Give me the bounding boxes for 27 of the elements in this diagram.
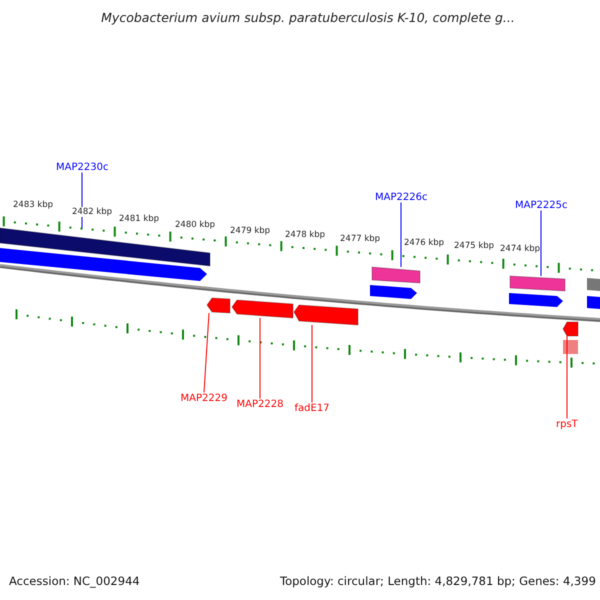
gene-label: MAP2229 — [180, 392, 228, 404]
scale-label: 2479 kbp — [230, 226, 270, 236]
leader-line — [566, 336, 568, 419]
leader-line — [400, 202, 402, 268]
gene-label: MAP2230c — [56, 162, 108, 172]
footer-text: Accession: NC_002944 — [9, 574, 140, 588]
scale-label: 2475 kbp — [454, 241, 494, 251]
gene-feature — [563, 322, 578, 336]
scale-label: 2480 kbp — [175, 220, 216, 230]
leader-line — [540, 210, 542, 276]
gene-label: MAP2228 — [236, 398, 284, 410]
gene-label: MAP2225c — [515, 200, 568, 210]
gene-feature — [0, 228, 210, 266]
scale-label: 2478 kbp — [285, 230, 326, 240]
gene-feature — [510, 276, 565, 291]
gene-label: fadE17 — [294, 402, 330, 414]
gene-label: MAP2226c — [375, 192, 428, 202]
scale-label: 2476 kbp — [404, 238, 444, 248]
scale-label: 2482 kbp — [72, 207, 112, 217]
gene-feature — [294, 305, 358, 325]
gene-feature — [372, 267, 420, 283]
footer-text: Topology: circular; Length: 4,829,781 bp; Genes: 4,399 — [280, 574, 596, 588]
gene-label: rpsT — [556, 418, 578, 430]
leader-line — [204, 312, 210, 393]
title: Mycobacterium avium subsp. paratuberculosis K-10, complete g... — [100, 10, 516, 25]
gene-feature — [232, 300, 293, 318]
gene-feature — [207, 298, 230, 313]
